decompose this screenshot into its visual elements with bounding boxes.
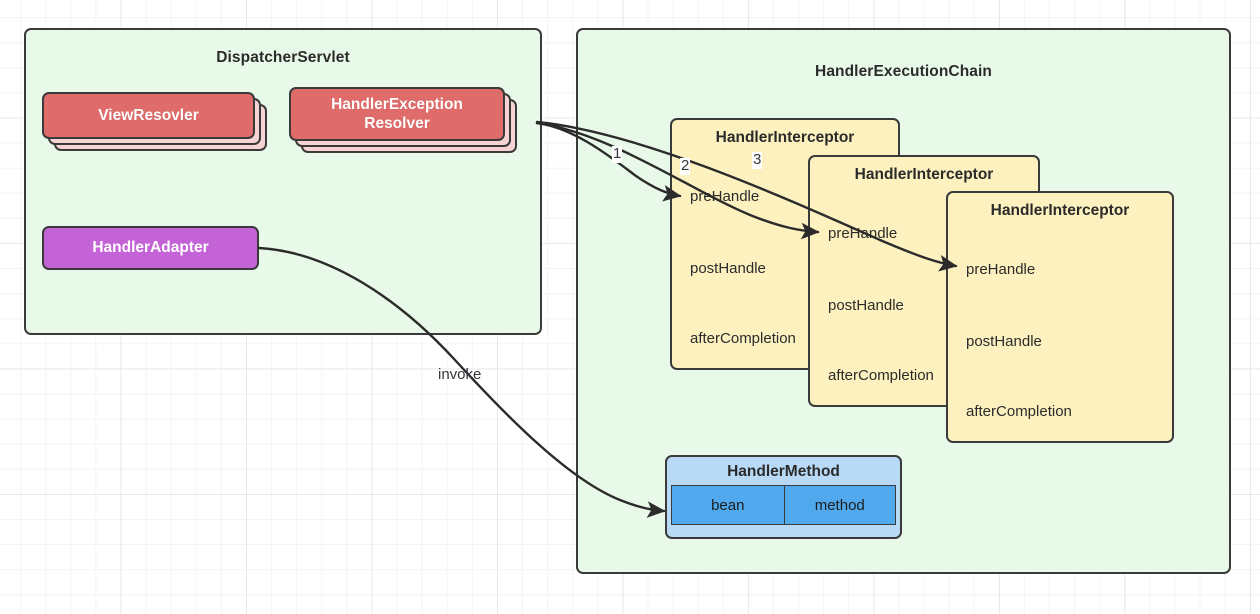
edge-label-3: 3 [752, 151, 763, 169]
node-handler-interceptor-3[interactable]: HandlerInterceptor preHandle postHandle … [946, 191, 1174, 443]
node-view-resolver-label: ViewResovler [98, 106, 199, 124]
handler-interceptor-2-method-aftercompletion: afterCompletion [828, 367, 934, 384]
handler-interceptor-1-title: HandlerInterceptor [715, 129, 855, 146]
edge-label-1: 1 [612, 145, 623, 163]
handler-method-cell-method[interactable]: method [783, 486, 895, 524]
handler-method-title: HandlerMethod [727, 463, 840, 480]
node-handler-exception-resolver-label-line1: HandlerException [331, 95, 463, 113]
handler-interceptor-2-method-prehandle: preHandle [828, 225, 898, 242]
handler-interceptor-3-method-aftercompletion: afterCompletion [966, 403, 1072, 420]
node-view-resolver-stack[interactable]: ViewResovler [42, 92, 277, 157]
group-dispatcher-servlet-title: DispatcherServlet [216, 49, 350, 66]
node-handler-exception-resolver-stack[interactable]: HandlerException Resolver [289, 87, 529, 160]
edge-label-2: 2 [680, 157, 691, 175]
group-handler-execution-chain-title: HandlerExecutionChain [815, 63, 992, 80]
node-handler-adapter-label: HandlerAdapter [92, 239, 209, 256]
handler-interceptor-1-method-posthandle: postHandle [690, 260, 766, 277]
handler-interceptor-1-method-aftercompletion: afterCompletion [690, 330, 796, 347]
handler-interceptor-3-method-prehandle: preHandle [966, 261, 1036, 278]
node-handler-adapter[interactable]: HandlerAdapter [42, 226, 259, 270]
node-handler-exception-resolver-label-line2: Resolver [364, 115, 430, 132]
node-view-resolver[interactable]: ViewResovler [42, 92, 255, 139]
handler-method-cells: bean method [671, 485, 896, 525]
handler-method-cell-bean[interactable]: bean [672, 486, 784, 524]
group-dispatcher-servlet[interactable]: DispatcherServlet [24, 28, 542, 335]
handler-interceptor-2-method-posthandle: postHandle [828, 297, 904, 314]
handler-interceptor-2-title: HandlerInterceptor [854, 166, 994, 183]
node-handler-exception-resolver[interactable]: HandlerException Resolver [289, 87, 505, 141]
edge-label-invoke: invoke [438, 366, 482, 383]
handler-interceptor-1-method-prehandle: preHandle [690, 188, 760, 205]
handler-interceptor-3-method-posthandle: postHandle [966, 333, 1042, 350]
handler-interceptor-3-title: HandlerInterceptor [990, 202, 1130, 219]
node-handler-method[interactable]: HandlerMethod bean method [665, 455, 902, 539]
